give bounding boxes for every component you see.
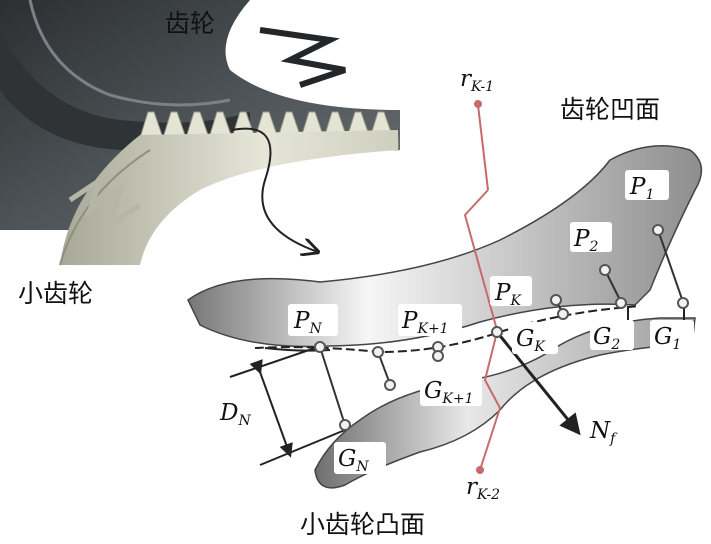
- label-gear-concave: 齿轮凹面: [560, 95, 660, 124]
- svg-text:G1: G1: [654, 324, 681, 353]
- label-nf: Nf: [589, 418, 618, 447]
- r-vector-lines: [463, 100, 502, 474]
- label-gn: GN: [334, 442, 386, 475]
- label-pn: PN: [288, 304, 338, 337]
- svg-text:P1: P1: [629, 174, 654, 203]
- svg-text:GK+1: GK+1: [424, 378, 473, 407]
- label-r-k-minus-1: rK-1: [460, 66, 494, 95]
- zoom-arrow: [231, 127, 318, 252]
- label-pk: PK: [490, 276, 532, 309]
- label-pinion: 小齿轮: [18, 279, 93, 308]
- normal-vector-arrow: [495, 331, 581, 436]
- label-gk: GK: [512, 322, 558, 355]
- label-g1: G1: [650, 320, 694, 353]
- label-r-k-minus-2: rK-2: [466, 474, 500, 503]
- svg-text:PK: PK: [494, 280, 522, 309]
- label-pk1: PK+1: [398, 304, 462, 337]
- label-gk1: GK+1: [420, 374, 482, 407]
- svg-text:G2: G2: [593, 324, 620, 353]
- svg-text:GK: GK: [516, 326, 546, 355]
- label-p2: P2: [570, 222, 612, 255]
- label-pinion-convex: 小齿轮凸面: [300, 510, 425, 539]
- label-dn: DN: [219, 400, 251, 429]
- label-p1: P1: [625, 170, 669, 203]
- svg-text:PK+1: PK+1: [401, 308, 449, 337]
- gear-concave-surface: [187, 145, 703, 348]
- pinion-body: [60, 130, 398, 265]
- gear-teeth: [0, 30, 250, 150]
- gear-pair-illustration: [0, 0, 400, 266]
- contact-points: [314, 224, 689, 431]
- label-gear: 齿轮: [165, 9, 215, 38]
- label-g2: G2: [590, 320, 634, 353]
- svg-text:GN: GN: [338, 446, 369, 475]
- svg-text:P2: P2: [573, 226, 598, 255]
- dimension-dn: [229, 347, 346, 466]
- svg-text:PN: PN: [293, 308, 322, 337]
